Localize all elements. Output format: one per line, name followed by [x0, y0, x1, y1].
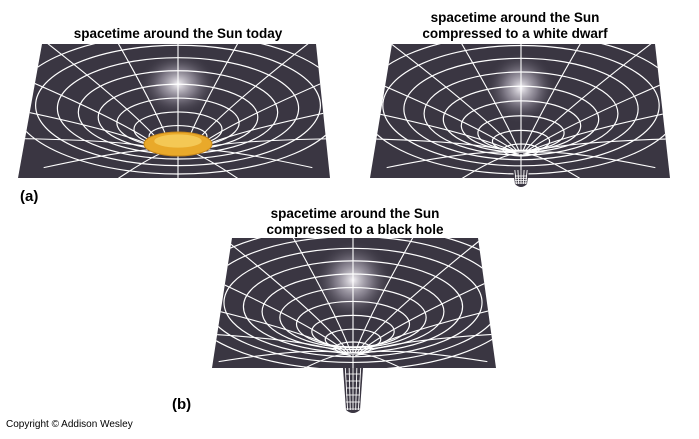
grid-spoke	[386, 44, 518, 151]
sun-highlight	[154, 134, 202, 148]
throat-line	[522, 169, 525, 185]
grid-spoke	[522, 44, 595, 151]
grid-spoke	[18, 103, 149, 145]
caption-black-hole-line1: spacetime around the Sun	[270, 206, 440, 221]
grid-spoke	[525, 151, 656, 169]
grid-spoke	[523, 153, 595, 178]
caption-black-hole-line2: compressed to a black hole	[266, 222, 444, 237]
grid-spoke	[370, 103, 516, 153]
grid-spoke	[104, 44, 168, 137]
label-a: (a)	[20, 188, 39, 205]
grid-spoke	[447, 44, 520, 151]
throat-line	[517, 169, 520, 185]
grid-spoke	[355, 354, 426, 368]
grid-spoke	[357, 350, 488, 363]
copyright-notice: Copyright © Addison Wesley	[6, 419, 133, 430]
grid-spoke	[524, 44, 656, 151]
throat-line	[355, 367, 358, 411]
grid-spoke	[198, 44, 313, 139]
grid-spoke	[354, 238, 427, 353]
caption-white-dwarf-line1: spacetime around the Sun	[430, 10, 600, 25]
caption-sun-today: spacetime around the Sun today	[73, 26, 283, 41]
grid-spoke	[218, 238, 350, 353]
throat-line	[514, 169, 517, 185]
throat-line	[344, 367, 349, 411]
grid-spoke	[356, 238, 488, 353]
grid-spoke	[212, 297, 348, 355]
grid-spoke	[279, 238, 352, 353]
grid-spoke	[386, 151, 517, 169]
grid-spoke	[218, 350, 349, 363]
grid-spoke	[18, 137, 151, 148]
grid-spoke	[358, 263, 496, 354]
throat-line	[357, 367, 362, 411]
caption-white-dwarf-line2: compressed to a white dwarf	[422, 26, 608, 41]
grid-spoke	[207, 103, 330, 145]
grid-lines	[212, 238, 496, 368]
grid-spoke	[212, 331, 348, 356]
grid-spoke	[447, 153, 519, 178]
grid-spoke	[358, 331, 496, 356]
grid-spoke	[358, 297, 496, 355]
grid-spoke	[43, 44, 158, 139]
throat-line	[525, 169, 528, 185]
throat-line	[348, 367, 351, 411]
caption-white-dwarf: spacetime around the Sun compressed to a…	[370, 10, 660, 42]
grid-spoke	[212, 263, 348, 354]
grid-spoke	[526, 103, 670, 153]
grid-lines	[18, 44, 330, 178]
grid-spoke	[188, 44, 252, 137]
label-b: (b)	[172, 396, 192, 413]
caption-black-hole: spacetime around the Sun compressed to a…	[210, 206, 500, 238]
